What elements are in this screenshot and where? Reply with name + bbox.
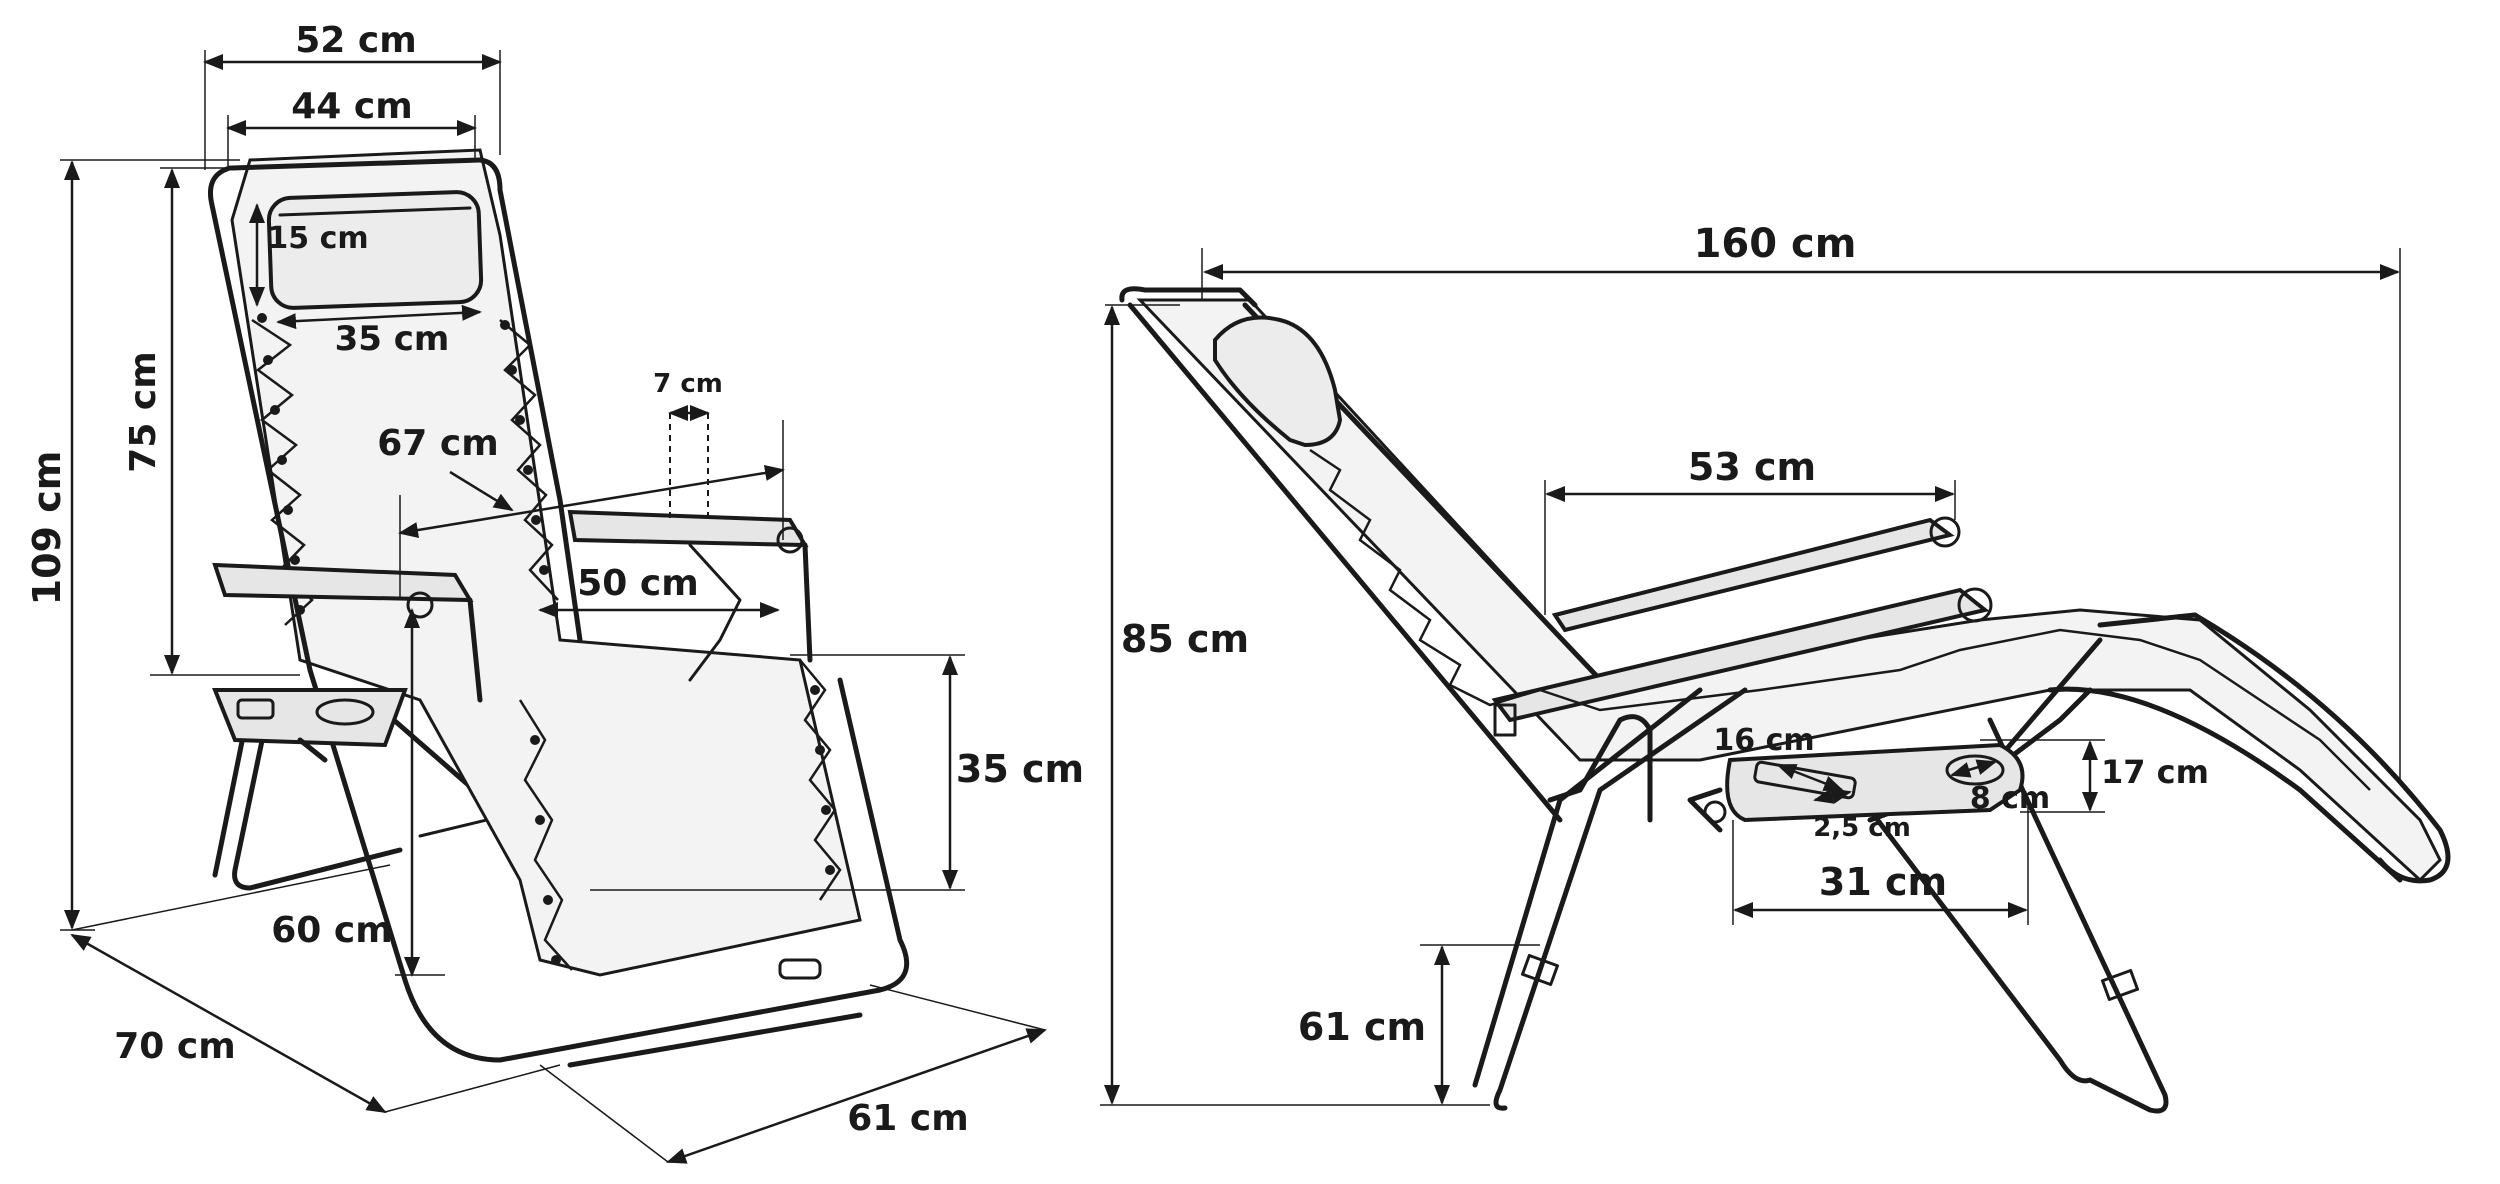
backrest-fabric bbox=[230, 148, 862, 977]
lacing-seat bbox=[518, 659, 842, 971]
label-back-height: 75 cm bbox=[123, 351, 164, 472]
label-arm-height: 60 cm bbox=[271, 910, 392, 951]
armrest-lower bbox=[1491, 587, 1990, 723]
side-lacing bbox=[1309, 448, 2371, 791]
label-tray-width: 31 cm bbox=[1819, 860, 1947, 904]
label-tray-length: 16 cm bbox=[1713, 723, 1814, 758]
label-seat-height-front: 35 cm bbox=[956, 747, 1084, 791]
side-view-dimensions bbox=[1100, 248, 2401, 1106]
label-seat-width: 50 cm bbox=[577, 563, 698, 604]
side-headrest-pillow bbox=[1213, 315, 1343, 448]
label-pillow-width: 35 cm bbox=[335, 319, 450, 359]
side-view-chair bbox=[1119, 286, 2451, 1114]
label-total-height: 109 cm bbox=[25, 451, 69, 606]
label-cup-diameter: 8 cm bbox=[1970, 781, 2050, 816]
label-tray-depth: 17 cm bbox=[2101, 753, 2209, 791]
label-base-width: 61 cm bbox=[847, 1098, 968, 1139]
front-view-dimensions bbox=[60, 50, 1047, 1164]
label-cup-width: 7 cm bbox=[653, 369, 723, 399]
label-side-seat-height: 61 cm bbox=[1298, 1005, 1426, 1049]
label-pillow-height: 15 cm bbox=[267, 221, 368, 256]
label-depth: 70 cm bbox=[114, 1026, 235, 1067]
side-tray bbox=[212, 688, 408, 748]
label-slot-width: 2,5 cm bbox=[1813, 813, 1911, 843]
label-width-outer: 52 cm bbox=[295, 20, 416, 61]
label-armrest-length: 53 cm bbox=[1688, 445, 1816, 489]
armrest-right bbox=[567, 509, 809, 548]
label-side-height: 85 cm bbox=[1121, 617, 1249, 661]
label-width-inner: 44 cm bbox=[291, 86, 412, 127]
label-diagonal: 67 cm bbox=[377, 423, 498, 464]
front-view-chair bbox=[208, 148, 910, 1068]
label-total-length: 160 cm bbox=[1694, 221, 1857, 267]
armrest-upper bbox=[1551, 517, 1955, 633]
